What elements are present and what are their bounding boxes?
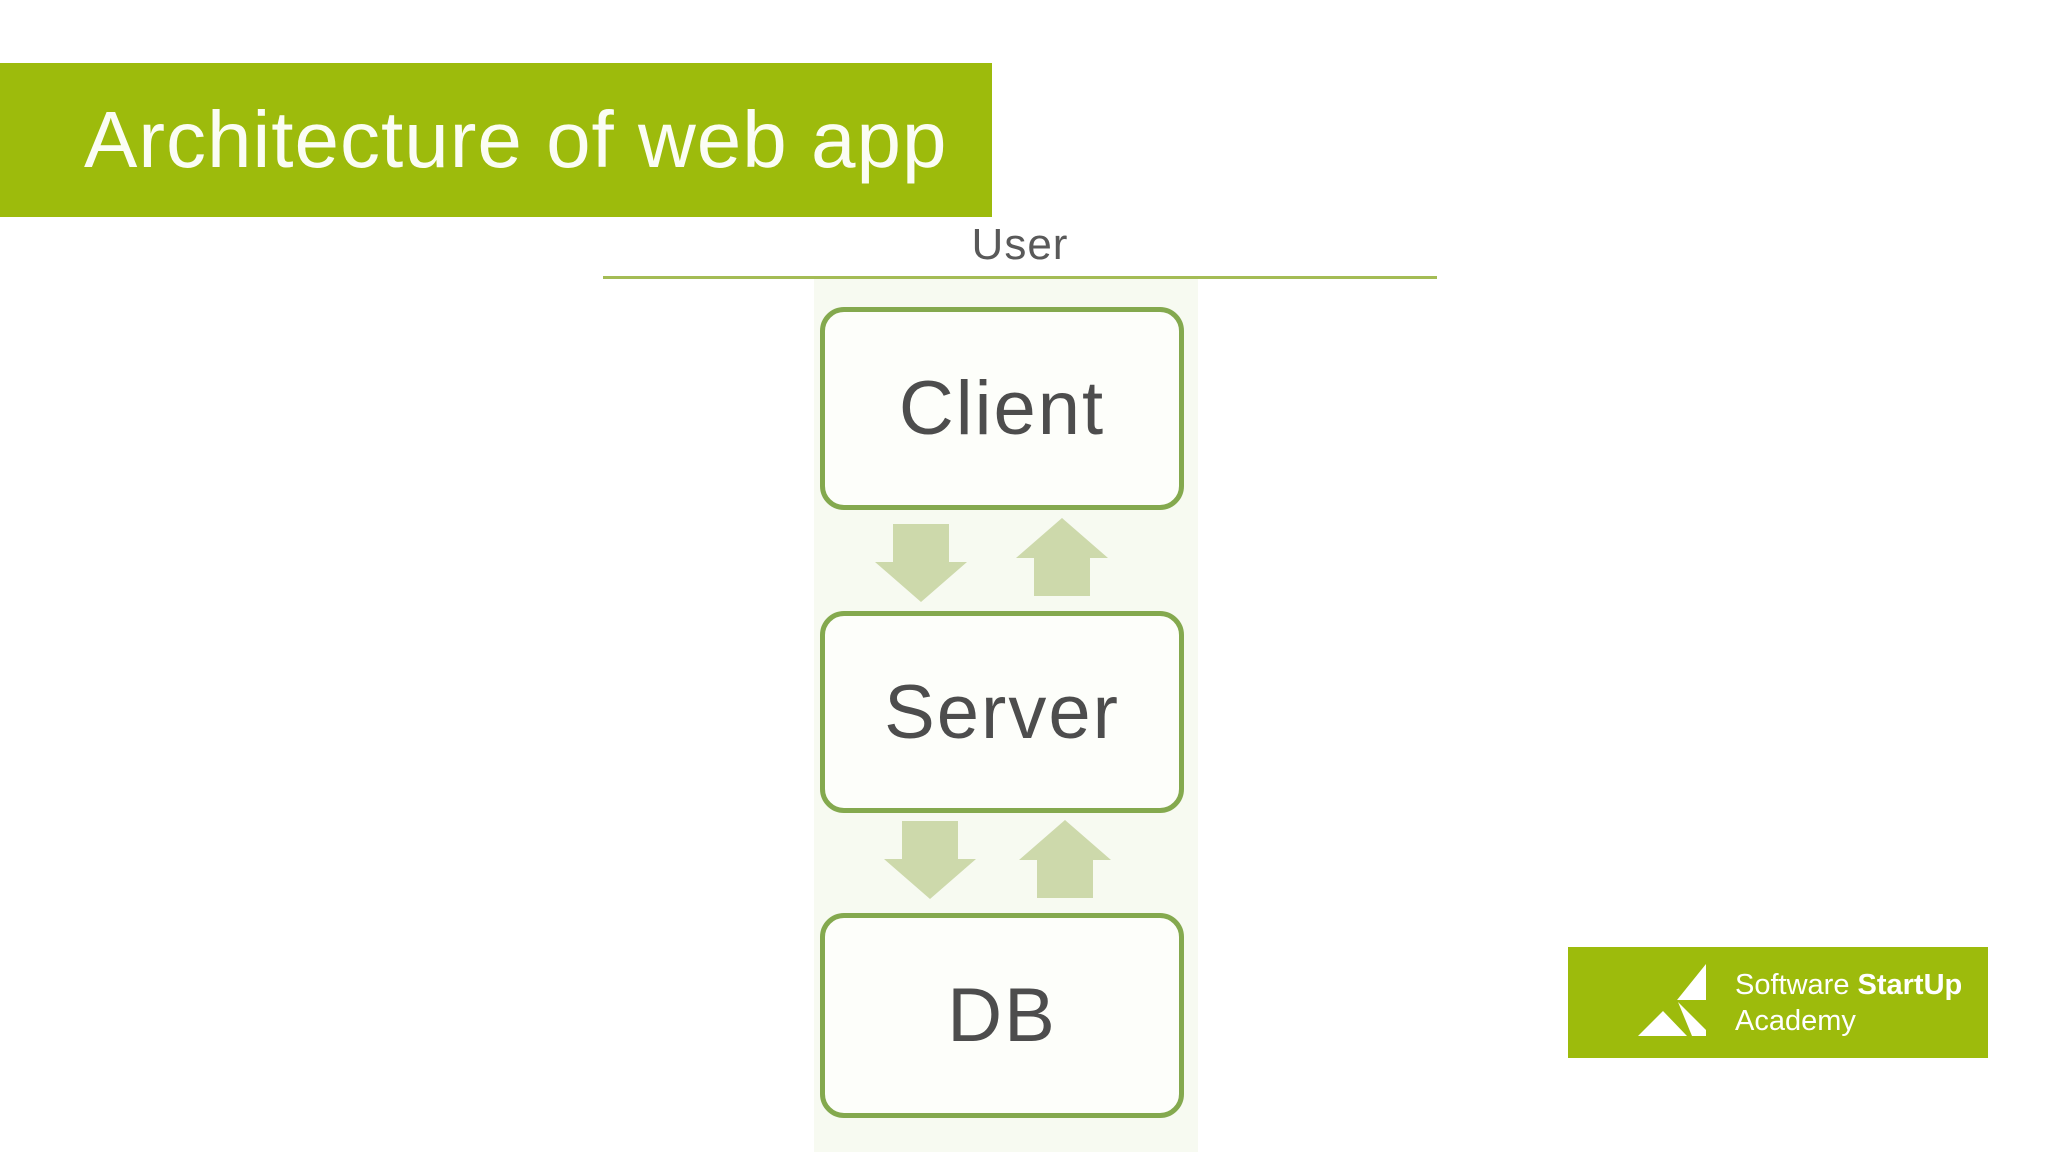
node-client-label: Client <box>898 366 1106 451</box>
up-arrow-icon <box>1019 820 1111 898</box>
logo-plate: Software StartUp Academy <box>1568 947 1988 1058</box>
up-arrow-icon <box>1016 518 1108 596</box>
node-db-label: DB <box>947 973 1057 1058</box>
user-divider-line <box>603 276 1437 279</box>
title-banner: Architecture of web app <box>0 63 992 217</box>
down-arrow-icon <box>875 524 967 602</box>
down-arrow-icon <box>884 821 976 899</box>
node-server: Server <box>820 611 1184 813</box>
page-title: Architecture of web app <box>84 95 948 184</box>
user-label: User <box>971 220 1069 269</box>
node-server-label: Server <box>884 669 1120 755</box>
logo-line1-bold: StartUp <box>1857 968 1963 1001</box>
logo-text: Software StartUp Academy <box>1735 947 1962 1058</box>
node-client: Client <box>820 307 1184 510</box>
logo-line1: Software StartUp <box>1735 967 1962 1003</box>
node-db: DB <box>820 913 1184 1118</box>
logo-line1-light: Software <box>1735 968 1858 1001</box>
logo-line2: Academy <box>1735 1004 1856 1037</box>
software-startup-academy-logo-icon <box>1620 950 1730 1060</box>
